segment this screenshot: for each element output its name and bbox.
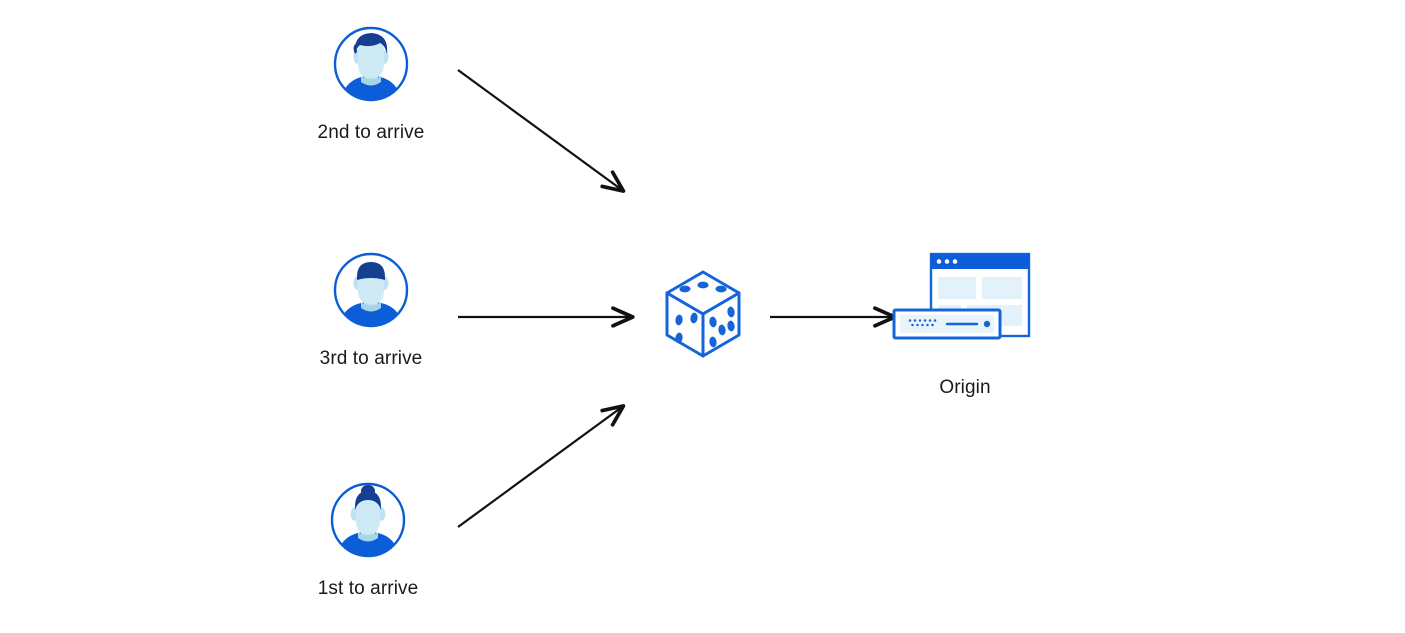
user-avatar-icon <box>331 24 411 109</box>
user-avatar-icon <box>328 480 408 565</box>
node-user-2nd[interactable]: 2nd to arrive <box>291 24 451 144</box>
node-label-user-3rd: 3rd to arrive <box>319 348 423 369</box>
user-avatar-icon <box>331 250 411 335</box>
node-label-user-1st: 1st to arrive <box>317 578 419 599</box>
node-label-origin: Origin <box>939 377 991 398</box>
arrow-user2-to-dice <box>457 69 626 193</box>
arrow-user1-to-dice <box>457 404 626 528</box>
node-user-1st[interactable]: 1st to arrive <box>288 480 448 600</box>
node-label-user-2nd: 2nd to arrive <box>317 122 425 143</box>
origin-server-icon <box>885 248 1045 363</box>
dice-icon <box>653 258 753 378</box>
server-device-icon <box>892 308 1002 340</box>
node-user-3rd[interactable]: 3rd to arrive <box>291 250 451 370</box>
node-randomizer[interactable] <box>653 258 753 378</box>
node-origin[interactable]: Origin <box>885 248 1045 399</box>
